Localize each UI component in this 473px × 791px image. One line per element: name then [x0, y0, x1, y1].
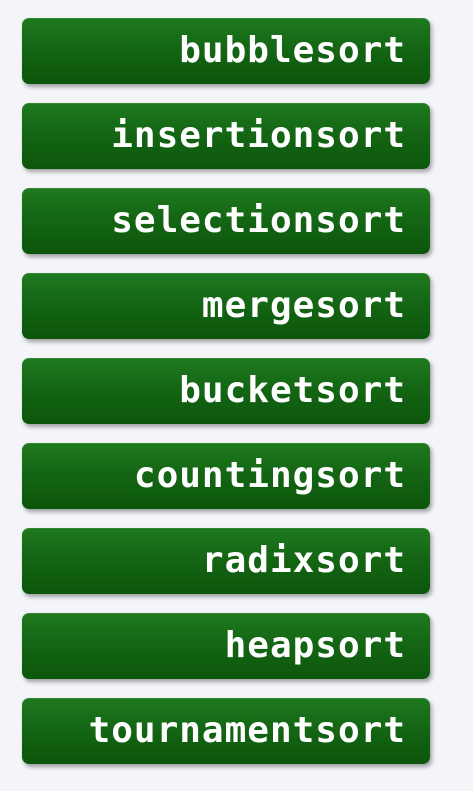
button-label: radixsort [201, 540, 406, 581]
button-label: bucketsort [179, 370, 406, 411]
radixsort-button[interactable]: radixsort [22, 528, 430, 594]
button-label: mergesort [201, 285, 406, 326]
button-label: countingsort [133, 455, 406, 496]
heapsort-button[interactable]: heapsort [22, 613, 430, 679]
button-label: tournamentsort [88, 710, 406, 751]
button-label: bubblesort [179, 30, 406, 71]
button-label: selectionsort [111, 200, 406, 241]
selectionsort-button[interactable]: selectionsort [22, 188, 430, 254]
tournamentsort-button[interactable]: tournamentsort [22, 698, 430, 764]
button-label: insertionsort [111, 115, 406, 156]
mergesort-button[interactable]: mergesort [22, 273, 430, 339]
bubblesort-button[interactable]: bubblesort [22, 18, 430, 84]
sort-button-list: bubblesort insertionsort selectionsort m… [22, 18, 430, 764]
countingsort-button[interactable]: countingsort [22, 443, 430, 509]
button-label: heapsort [224, 625, 406, 666]
insertionsort-button[interactable]: insertionsort [22, 103, 430, 169]
bucketsort-button[interactable]: bucketsort [22, 358, 430, 424]
